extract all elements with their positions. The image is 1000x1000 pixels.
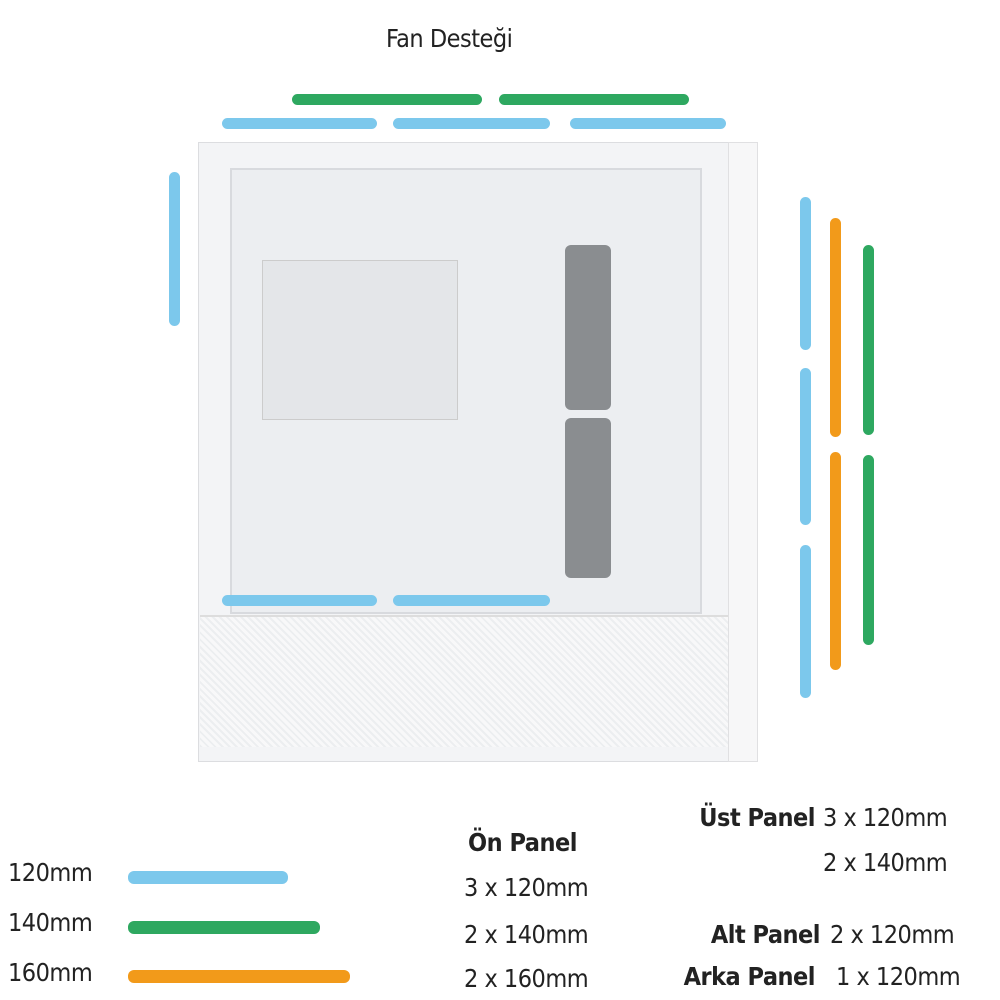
cable-grommet-lower bbox=[565, 418, 611, 578]
front-panel-value: 2 x 160mm bbox=[464, 964, 589, 993]
front-fan-120-marker bbox=[800, 368, 811, 525]
front-fan-120-marker bbox=[800, 545, 811, 698]
bottom-panel-value: 2 x 120mm bbox=[830, 920, 955, 949]
front-fan-160-marker bbox=[830, 452, 841, 670]
front-fan-160-marker bbox=[830, 218, 841, 437]
rear-panel-value: 1 x 120mm bbox=[836, 962, 961, 991]
bottom-fan-120-marker bbox=[222, 595, 377, 606]
top-fan-140-marker bbox=[499, 94, 689, 105]
rear-fan-120-marker bbox=[169, 172, 180, 326]
front-fan-140-marker bbox=[863, 245, 874, 435]
cable-grommet-upper bbox=[565, 245, 611, 410]
page-title: Fan Desteği bbox=[386, 24, 513, 53]
top-fan-140-marker bbox=[292, 94, 482, 105]
top-panel-label: Üst Panel bbox=[699, 803, 815, 832]
front-fan-140-marker bbox=[863, 455, 874, 645]
bottom-panel-label: Alt Panel bbox=[710, 920, 821, 949]
top-panel-value: 3 x 120mm bbox=[823, 803, 948, 832]
legend-label-120: 120mm bbox=[8, 858, 93, 887]
front-panel-value: 3 x 120mm bbox=[464, 873, 589, 902]
top-fan-120-marker bbox=[570, 118, 726, 129]
front-fan-120-marker bbox=[800, 197, 811, 350]
front-panel-value: 2 x 140mm bbox=[464, 920, 589, 949]
case-front-panel bbox=[728, 142, 758, 762]
top-fan-120-marker bbox=[393, 118, 550, 129]
rear-panel-label: Arka Panel bbox=[683, 962, 816, 991]
top-panel-value: 2 x 140mm bbox=[823, 848, 948, 877]
psu-shroud bbox=[200, 615, 728, 747]
legend-swatch-160 bbox=[128, 970, 350, 983]
front-panel-label: Ön Panel bbox=[468, 828, 577, 857]
motherboard-cutout bbox=[262, 260, 458, 420]
legend-swatch-140 bbox=[128, 921, 320, 934]
legend-label-140: 140mm bbox=[8, 908, 93, 937]
legend-swatch-120 bbox=[128, 871, 288, 884]
bottom-fan-120-marker bbox=[393, 595, 550, 606]
top-fan-120-marker bbox=[222, 118, 377, 129]
legend-label-160: 160mm bbox=[8, 958, 93, 987]
